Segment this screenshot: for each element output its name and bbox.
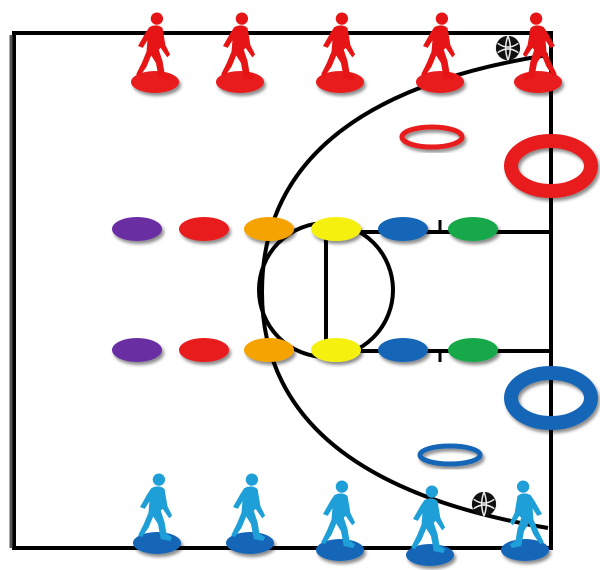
- spot-marker: [112, 338, 162, 362]
- spot-marker: [311, 217, 361, 241]
- basketball-icon: [472, 492, 496, 516]
- spot-marker: [448, 338, 498, 362]
- spot-marker: [112, 217, 162, 241]
- spot-marker: [179, 217, 229, 241]
- spot-marker: [244, 217, 294, 241]
- basketball-icon: [496, 36, 520, 60]
- spot-marker: [448, 217, 498, 241]
- court-boundary: [14, 33, 551, 548]
- spot-marker: [378, 217, 428, 241]
- half-court: [11, 33, 551, 548]
- spot-marker: [378, 338, 428, 362]
- spot-marker: [311, 338, 361, 362]
- spot-marker: [179, 338, 229, 362]
- spot-marker: [244, 338, 294, 362]
